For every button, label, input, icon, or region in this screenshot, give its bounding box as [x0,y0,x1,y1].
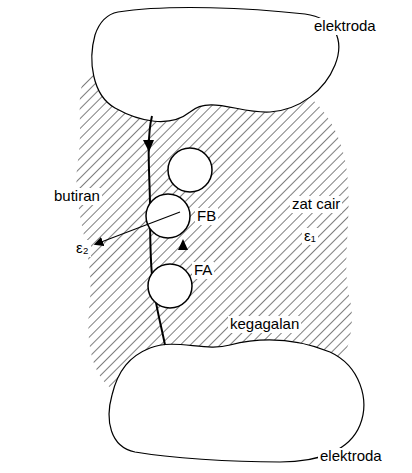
permittivity-label: ε₂ [74,240,91,257]
grain [148,264,192,308]
electrode [92,8,339,122]
arrow-head [178,239,188,250]
grain [168,148,212,192]
electrode-label: elektroda [312,18,378,35]
grain-label: butiran [52,188,102,205]
permittivity-label: ε₁ [302,228,318,245]
breakdown-label: kegagalan [228,316,301,333]
liquid-label: zat cair [290,196,342,213]
force-label: FA [192,262,214,279]
electrode [109,340,364,462]
arrow-head [143,140,154,152]
leader-arrow [96,212,180,244]
electrode-label: elektroda [318,448,384,465]
force-label: FB [195,208,218,225]
